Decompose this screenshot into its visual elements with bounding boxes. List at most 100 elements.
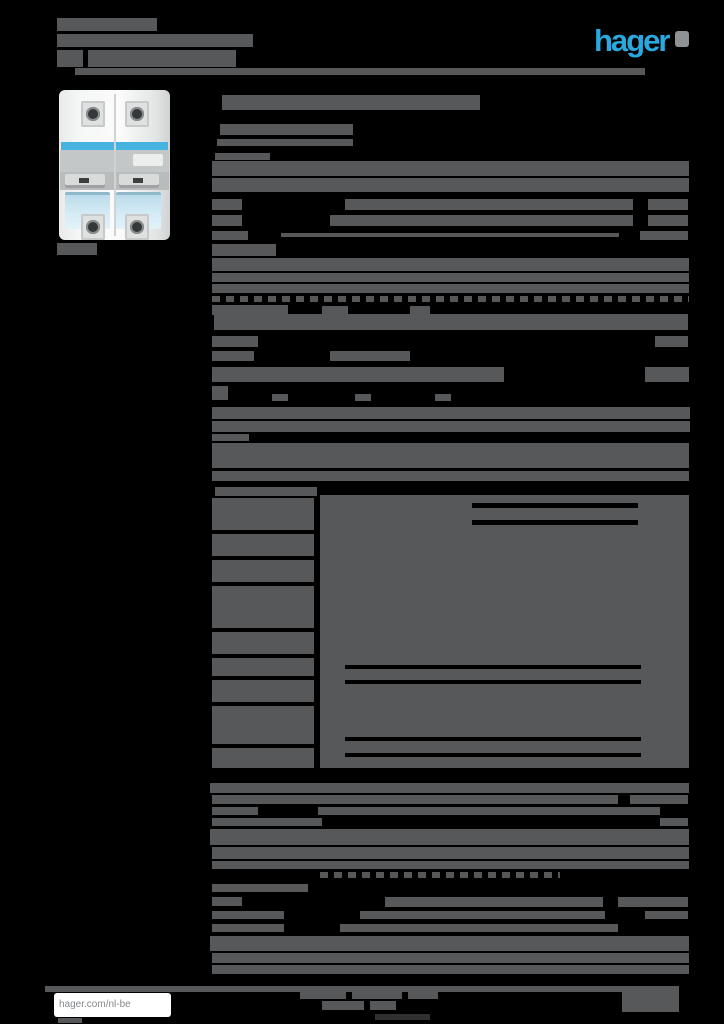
- redacted-text-bar: [212, 305, 288, 315]
- row-separator: [345, 665, 641, 669]
- redacted-text-bar: [210, 783, 689, 793]
- redacted-text-bar: [212, 258, 689, 271]
- redacted-text-bar: [212, 861, 689, 869]
- redacted-text-bar: [57, 18, 157, 31]
- redacted-text-bar: [212, 911, 284, 919]
- redacted-text-bar: [212, 215, 242, 226]
- redacted-text-bar: [212, 351, 254, 361]
- row-separator: [212, 654, 314, 658]
- redacted-text-bar: [408, 989, 438, 999]
- redacted-text-bar: [645, 911, 688, 919]
- redacted-text-bar: [222, 95, 480, 110]
- row-separator: [212, 744, 314, 748]
- redacted-text-bar: [640, 231, 688, 240]
- redacted-text-bar: [210, 829, 689, 845]
- redacted-text-bar: [355, 394, 371, 401]
- redacted-text-bar: [410, 306, 430, 314]
- toggle-slot-icon: [133, 178, 143, 183]
- redacted-text-bar: [212, 178, 689, 192]
- footer-website-box[interactable]: hager.com/nl-be: [54, 993, 171, 1017]
- redacted-text-bar: [322, 306, 348, 314]
- redacted-text-bar: [212, 273, 689, 282]
- redacted-text-bar: [212, 795, 618, 804]
- redacted-text-bar: [648, 199, 688, 210]
- redacted-text-bar: [212, 336, 258, 347]
- redacted-text-bar: [212, 807, 258, 815]
- product-photo-circuit-breaker: [57, 88, 172, 242]
- redacted-text-bar: [370, 1001, 396, 1010]
- redacted-text-bar: [212, 884, 308, 892]
- terminal-screw-bottom-right: [125, 214, 149, 240]
- redacted-text-bar: [212, 161, 689, 176]
- redacted-text-bar: [210, 936, 689, 951]
- row-separator: [212, 582, 314, 586]
- redacted-text-bar: [320, 495, 689, 768]
- screw-icon: [130, 107, 144, 121]
- redacted-text-bar: [630, 795, 688, 804]
- toggle-slot-icon: [79, 178, 89, 183]
- redacted-text-bar: [655, 336, 688, 347]
- redacted-text-bar: [322, 1001, 364, 1010]
- redacted-text-bar: [212, 847, 689, 859]
- redacted-text-bar: [214, 314, 688, 330]
- screw-icon: [86, 107, 100, 121]
- redacted-text-bar: [88, 50, 236, 67]
- redacted-text-bar: [58, 1018, 82, 1023]
- redacted-text-bar: [645, 367, 689, 382]
- rating-label-chip: [133, 154, 163, 166]
- row-separator: [345, 753, 641, 757]
- redacted-text-bar: [360, 911, 605, 919]
- screw-icon: [130, 220, 144, 234]
- redacted-text-bar: [57, 50, 83, 67]
- redacted-text-bar: [212, 386, 228, 400]
- redacted-text-bar: [212, 407, 690, 419]
- redacted-text-bar: [660, 818, 688, 826]
- redacted-dashed-row: [320, 872, 560, 878]
- redacted-text-bar: [212, 284, 689, 293]
- redacted-text-bar: [330, 215, 633, 226]
- redacted-text-bar: [212, 244, 276, 256]
- redacted-text-bar: [330, 351, 410, 361]
- terminal-screw-top-left: [81, 101, 105, 127]
- redacted-text-bar: [272, 394, 288, 401]
- redacted-text-bar: [212, 818, 322, 826]
- pole-divider: [114, 94, 116, 236]
- row-separator: [345, 680, 641, 684]
- redacted-text-bar: [435, 394, 451, 401]
- screw-icon: [86, 220, 100, 234]
- redacted-text-bar: [212, 199, 242, 210]
- redacted-text-bar: [622, 986, 679, 1012]
- row-separator: [212, 676, 314, 680]
- redacted-text-bar: [618, 897, 688, 907]
- row-separator: [212, 556, 314, 560]
- redacted-text-bar: [212, 498, 314, 768]
- redacted-text-bar: [212, 471, 689, 481]
- redacted-dashed-row: [212, 296, 689, 302]
- redacted-text-bar: [212, 231, 248, 240]
- footer-website-url[interactable]: hager.com/nl-be: [59, 999, 131, 1010]
- hager-logo: hager: [594, 23, 670, 58]
- terminal-screw-top-right: [125, 101, 149, 127]
- redacted-text-bar: [300, 989, 346, 999]
- redacted-text-bar: [220, 124, 353, 135]
- logo-registered-mark-icon: [675, 31, 689, 47]
- redacted-text-bar: [57, 243, 97, 255]
- row-separator: [212, 628, 314, 632]
- terminal-screw-bottom-left: [81, 214, 105, 240]
- redacted-text-bar: [281, 233, 619, 237]
- redacted-text-bar: [212, 897, 242, 906]
- redacted-text-bar: [212, 434, 249, 441]
- row-separator: [212, 702, 314, 706]
- redacted-text-bar: [212, 965, 689, 974]
- redacted-text-bar: [215, 153, 270, 160]
- redacted-text-bar: [212, 367, 504, 382]
- redacted-text-bar: [212, 924, 284, 932]
- redacted-dark-mark: [375, 1014, 430, 1020]
- row-separator: [345, 737, 641, 741]
- redacted-text-bar: [212, 443, 689, 468]
- redacted-text-bar: [345, 199, 633, 210]
- redacted-text-bar: [340, 924, 618, 932]
- redacted-text-bar: [75, 68, 645, 75]
- row-separator: [472, 520, 638, 525]
